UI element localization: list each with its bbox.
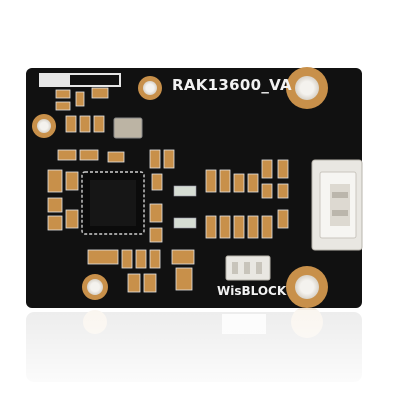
ceramic-capacitor-lower [173,217,197,229]
wisblock-label: WisBLOCK [217,284,287,298]
ceramic-capacitor-upper [173,185,197,197]
passive-components-center [107,149,175,243]
mounting-hole-bottom-right [286,266,328,308]
main-ic-chip [81,171,145,235]
mounting-hole-top-center [138,76,162,100]
passive-components-top [55,87,109,133]
mounting-hole-top-right [286,67,328,109]
board-model-label: RAK13600_VA [172,76,292,94]
silkscreen-bar [39,73,121,87]
jst-connector [311,159,363,251]
passive-components-left [47,149,99,231]
passive-components-bottom [87,249,195,293]
passive-components-right [205,159,289,239]
crystal-component [113,117,143,139]
mounting-hole-top-left [32,114,56,138]
mounting-hole-bottom-left [82,274,108,300]
wisblock-connector [225,255,271,281]
